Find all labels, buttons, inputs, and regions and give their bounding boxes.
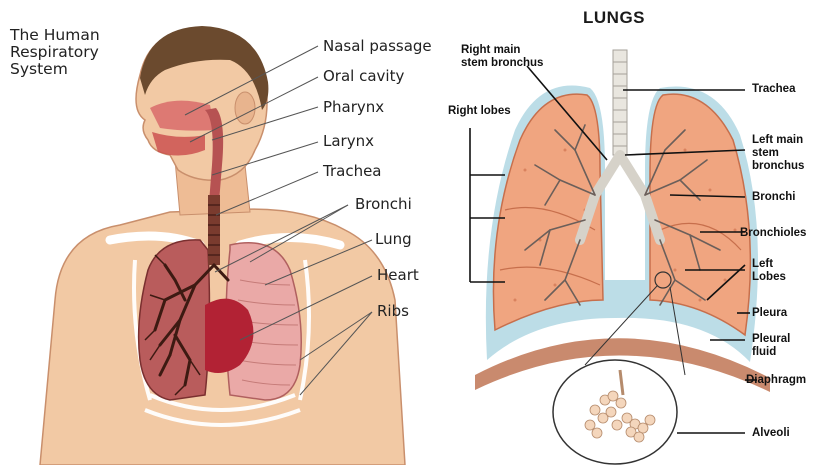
label-pleura: Pleura [752,307,787,320]
label-alveoli: Alveoli [752,427,790,440]
label-trachea-left: Trachea [323,162,382,180]
label-lung: Lung [375,230,412,248]
label-left-main-stem-bronchus: Left main stem bronchus [752,134,804,173]
label-bronchi-left: Bronchi [355,195,412,213]
label-line: stem [752,147,804,160]
label-line: stem bronchus [461,57,543,70]
label-line: Right main [461,44,543,57]
label-line: Left [752,258,786,271]
left-title-line: The Human [10,27,100,44]
label-ribs: Ribs [377,302,409,320]
label-pharynx: Pharynx [323,98,384,116]
label-larynx: Larynx [323,132,374,150]
label-bronchi-right: Bronchi [752,191,795,204]
label-oral-cavity: Oral cavity [323,67,404,85]
human-figure [40,26,405,465]
left-title-line: System [10,61,100,78]
label-bronchioles: Bronchioles [740,227,806,240]
label-nasal-passage: Nasal passage [323,37,432,55]
label-line: bronchus [752,160,804,173]
label-pleural-fluid: Pleural fluid [752,333,790,359]
label-line: Pleural [752,333,790,346]
left-title: The Human Respiratory System [10,27,100,78]
lungs-title: LUNGS [583,8,645,28]
left-title-line: Respiratory [10,44,100,61]
label-diaphragm: Diaphragm [746,374,806,387]
ear [235,92,255,124]
label-right-main-stem-bronchus: Right main stem bronchus [461,44,543,70]
nasal-cavity [150,101,215,131]
label-right-lobes: Right lobes [448,105,511,118]
label-line: Lobes [752,271,786,284]
trachea-tube [613,50,627,155]
label-heart: Heart [377,266,419,284]
label-trachea-right: Trachea [752,83,795,96]
label-left-lobes: Left Lobes [752,258,786,284]
label-line: Left main [752,134,804,147]
label-line: fluid [752,346,790,359]
